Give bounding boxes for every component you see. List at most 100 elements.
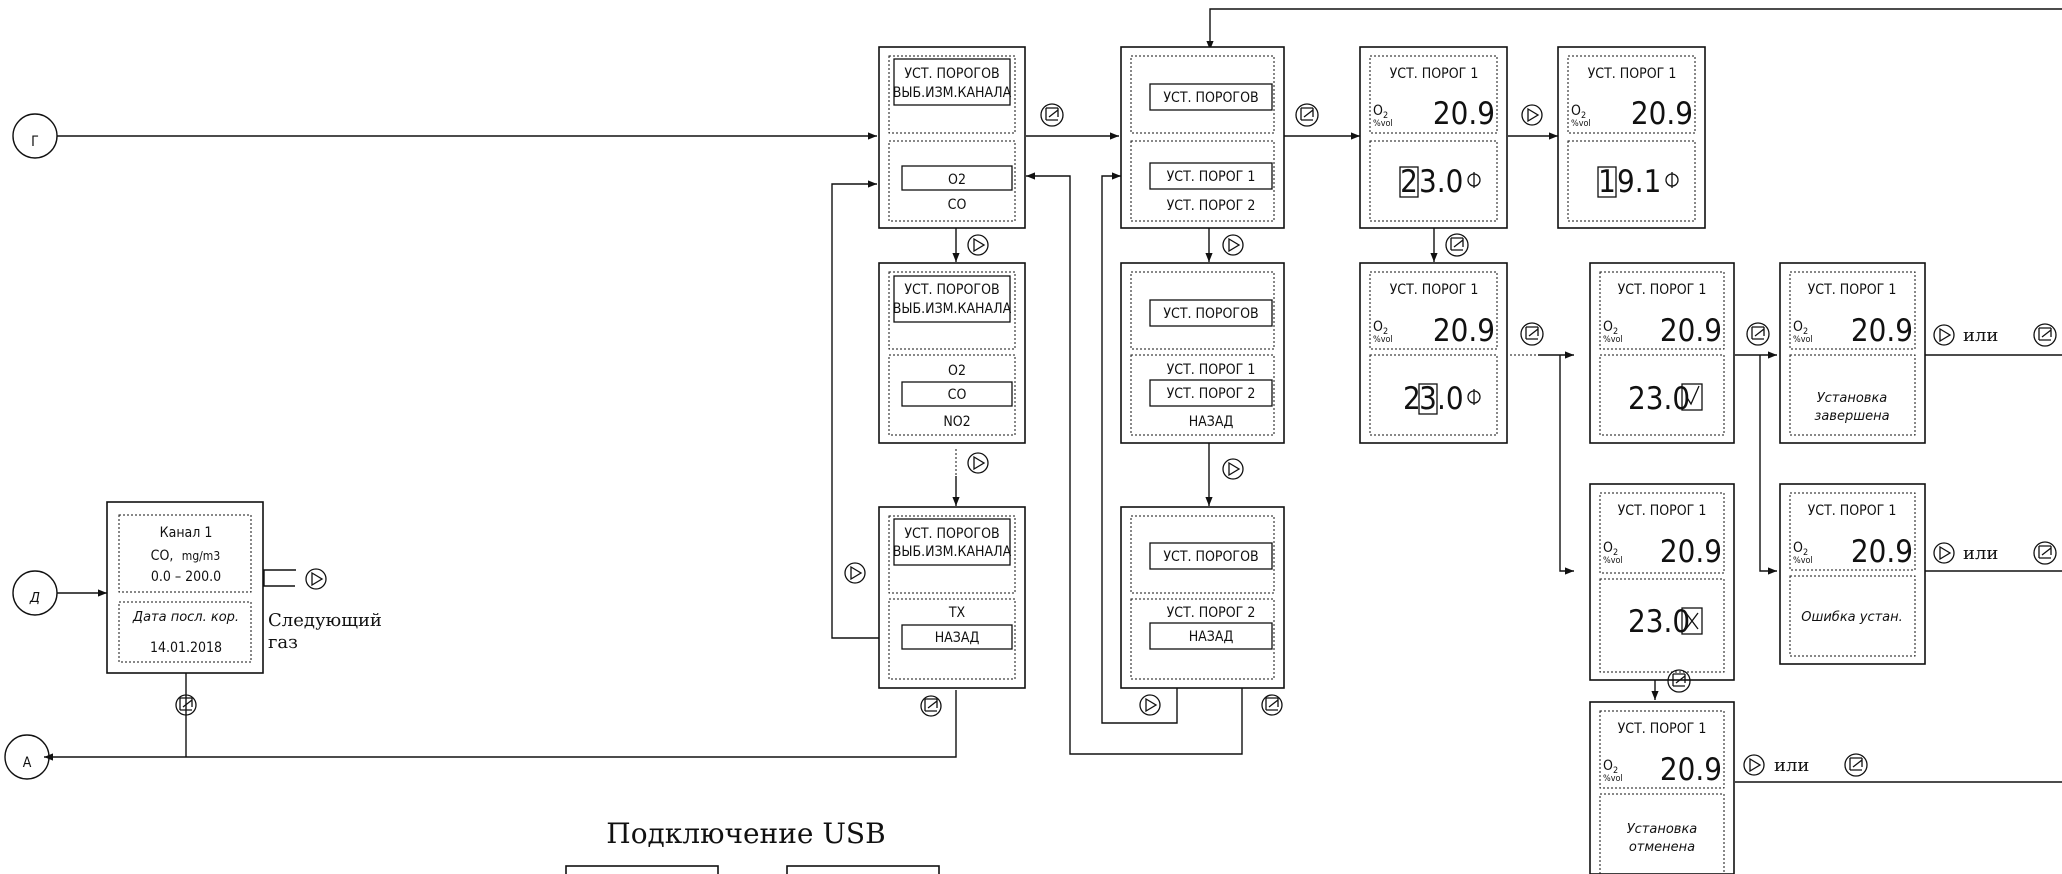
svg-text:УСТ. ПОРОГ 1: УСТ. ПОРОГ 1 — [1618, 503, 1707, 519]
svg-text:НАЗАД: НАЗАД — [935, 630, 980, 646]
svg-text:20.9: 20.9 — [1660, 534, 1722, 570]
svg-text:2: 2 — [1581, 111, 1586, 121]
threshold-screen-3: УСТ. ПОРОГОВ УСТ. ПОРОГ 2 НАЗАД — [1120, 506, 1285, 689]
ok-icon[interactable] — [1040, 103, 1064, 127]
ok-icon[interactable] — [1295, 103, 1319, 127]
svg-text:УСТ. ПОРОГ 2: УСТ. ПОРОГ 2 — [1167, 386, 1256, 402]
value-screen-cancel-select: УСТ. ПОРОГ 1 O 2 %vol 20.9 23.0 — [1589, 483, 1735, 681]
value-screen-3: УСТ. ПОРОГ 1 O 2 %vol 20.9 2 3 .0 — [1359, 262, 1508, 444]
svg-text:ВЫБ.ИЗМ.КАНАЛА: ВЫБ.ИЗМ.КАНАЛА — [893, 544, 1012, 560]
cal-label: Дата посл. кор. — [132, 610, 239, 625]
svg-text:УСТ. ПОРОГ 2: УСТ. ПОРОГ 2 — [1167, 198, 1256, 214]
flow-lines — [44, 8, 2062, 783]
ok-icon[interactable] — [2033, 541, 2057, 565]
value-screen-confirm: УСТ. ПОРОГ 1 O 2 %vol 20.9 23.0 — [1589, 262, 1735, 444]
svg-text:2: 2 — [1803, 548, 1808, 558]
ok-icon[interactable] — [1844, 753, 1868, 777]
svg-text:O: O — [1793, 319, 1803, 335]
connector-d: Д — [12, 570, 58, 616]
channel-title: Канал 1 — [160, 525, 213, 541]
svg-text:23.0: 23.0 — [1628, 381, 1690, 417]
svg-text:УСТ. ПОРОГ 1: УСТ. ПОРОГ 1 — [1618, 721, 1707, 737]
usb-title: Подключение USB — [606, 817, 885, 850]
svg-text:CO: CO — [948, 197, 967, 213]
svg-text:3: 3 — [1419, 381, 1437, 417]
svg-text:O: O — [1603, 319, 1613, 335]
play-icon[interactable] — [1139, 694, 1161, 716]
threshold-screen-2: УСТ. ПОРОГОВ УСТ. ПОРОГ 1 УСТ. ПОРОГ 2 Н… — [1120, 262, 1285, 444]
svg-text:CO: CO — [948, 387, 967, 403]
cal-date: 14.01.2018 — [150, 640, 222, 656]
play-icon[interactable] — [967, 234, 989, 256]
channel-screen: Канал 1 CO, mg/m3 0.0 – 200.0 Дата посл.… — [106, 501, 264, 674]
svg-text:2: 2 — [1613, 327, 1618, 337]
svg-text:УСТ. ПОРОГОВ: УСТ. ПОРОГОВ — [904, 526, 999, 542]
cross-icon — [1685, 612, 1699, 630]
ok-icon[interactable] — [2033, 323, 2057, 347]
svg-text:O: O — [1793, 540, 1803, 556]
svg-text:УСТ. ПОРОГОВ: УСТ. ПОРОГОВ — [1163, 549, 1258, 565]
play-icon[interactable] — [844, 562, 866, 584]
svg-text:%vol: %vol — [1603, 774, 1623, 784]
svg-text:2: 2 — [1403, 381, 1421, 417]
svg-text:23.0: 23.0 — [1628, 604, 1690, 640]
svg-text:2: 2 — [1383, 327, 1388, 337]
select-screen-3: УСТ. ПОРОГОВ ВЫБ.ИЗМ.КАНАЛА TX НАЗАД — [878, 506, 1026, 689]
svg-text:УСТ. ПОРОГ 1: УСТ. ПОРОГ 1 — [1618, 282, 1707, 298]
next-gas-label: Следующий — [268, 610, 382, 631]
channel-range: 0.0 – 200.0 — [151, 569, 221, 585]
svg-text:%vol: %vol — [1793, 556, 1813, 566]
svg-text:9.1: 9.1 — [1617, 164, 1661, 200]
svg-text:Г: Г — [31, 134, 39, 150]
svg-text:УСТ. ПОРОГ 1: УСТ. ПОРОГ 1 — [1808, 503, 1897, 519]
play-icon[interactable] — [1933, 542, 1955, 564]
svg-text:УСТ. ПОРОГ 1: УСТ. ПОРОГ 1 — [1167, 169, 1256, 185]
svg-text:20.9: 20.9 — [1851, 534, 1913, 570]
svg-text:УСТ. ПОРОГОВ: УСТ. ПОРОГОВ — [1163, 306, 1258, 322]
check-icon — [1685, 385, 1700, 406]
ok-icon[interactable] — [1520, 322, 1544, 346]
play-icon[interactable] — [1521, 104, 1543, 126]
play-icon[interactable] — [1222, 458, 1244, 480]
value-screen-canceled: УСТ. ПОРОГ 1 O 2 %vol 20.9 Установка отм… — [1589, 701, 1735, 874]
value-screen-1: УСТ. ПОРОГ 1 O 2 %vol 20.9 2 3.0 — [1359, 46, 1508, 229]
svg-text:УСТ. ПОРОГ 1: УСТ. ПОРОГ 1 — [1588, 66, 1677, 82]
svg-text:2: 2 — [1400, 164, 1418, 200]
play-icon[interactable] — [967, 452, 989, 474]
connector-g: Г — [12, 113, 58, 159]
svg-text:O: O — [1571, 103, 1581, 119]
play-icon[interactable] — [1743, 754, 1765, 776]
channel-unit: mg/m3 — [182, 549, 220, 563]
ok-icon[interactable] — [1445, 233, 1469, 257]
svg-text:%vol: %vol — [1793, 335, 1813, 345]
svg-text:20.9: 20.9 — [1433, 313, 1495, 349]
svg-text:20.9: 20.9 — [1660, 313, 1722, 349]
svg-text:ВЫБ.ИЗМ.КАНАЛА: ВЫБ.ИЗМ.КАНАЛА — [893, 85, 1012, 101]
svg-text:O: O — [1373, 103, 1383, 119]
or-label: или — [1774, 755, 1809, 776]
ok-icon[interactable] — [1261, 694, 1283, 716]
svg-text:Установка: Установка — [1627, 822, 1698, 837]
play-icon[interactable] — [1933, 324, 1955, 346]
usb-screens-partial — [565, 865, 940, 874]
svg-text:2: 2 — [1803, 327, 1808, 337]
svg-text:3.0: 3.0 — [1419, 164, 1463, 200]
ok-icon[interactable] — [1746, 322, 1770, 346]
svg-text:Ошибка устан.: Ошибка устан. — [1801, 610, 1903, 625]
svg-text:отменена: отменена — [1629, 840, 1695, 855]
svg-text:TX: TX — [948, 605, 966, 621]
play-icon[interactable] — [305, 568, 327, 590]
next-gas-label2: газ — [268, 632, 298, 653]
svg-text:Д: Д — [29, 591, 40, 606]
svg-text:УСТ. ПОРОГ 1: УСТ. ПОРОГ 1 — [1808, 282, 1897, 298]
ok-icon[interactable] — [920, 695, 942, 717]
value-screen-done: УСТ. ПОРОГ 1 O 2 %vol 20.9 Установка зав… — [1779, 262, 1926, 444]
svg-text:УСТ. ПОРОГ 1: УСТ. ПОРОГ 1 — [1167, 362, 1256, 378]
play-icon[interactable] — [1222, 234, 1244, 256]
channel-gas: CO, — [151, 548, 174, 564]
svg-text:УСТ. ПОРОГ 2: УСТ. ПОРОГ 2 — [1167, 605, 1256, 621]
svg-text:УСТ. ПОРОГОВ: УСТ. ПОРОГОВ — [904, 282, 999, 298]
svg-text:NO2: NO2 — [943, 414, 970, 430]
svg-text:1: 1 — [1598, 164, 1616, 200]
svg-text:20.9: 20.9 — [1433, 96, 1495, 132]
